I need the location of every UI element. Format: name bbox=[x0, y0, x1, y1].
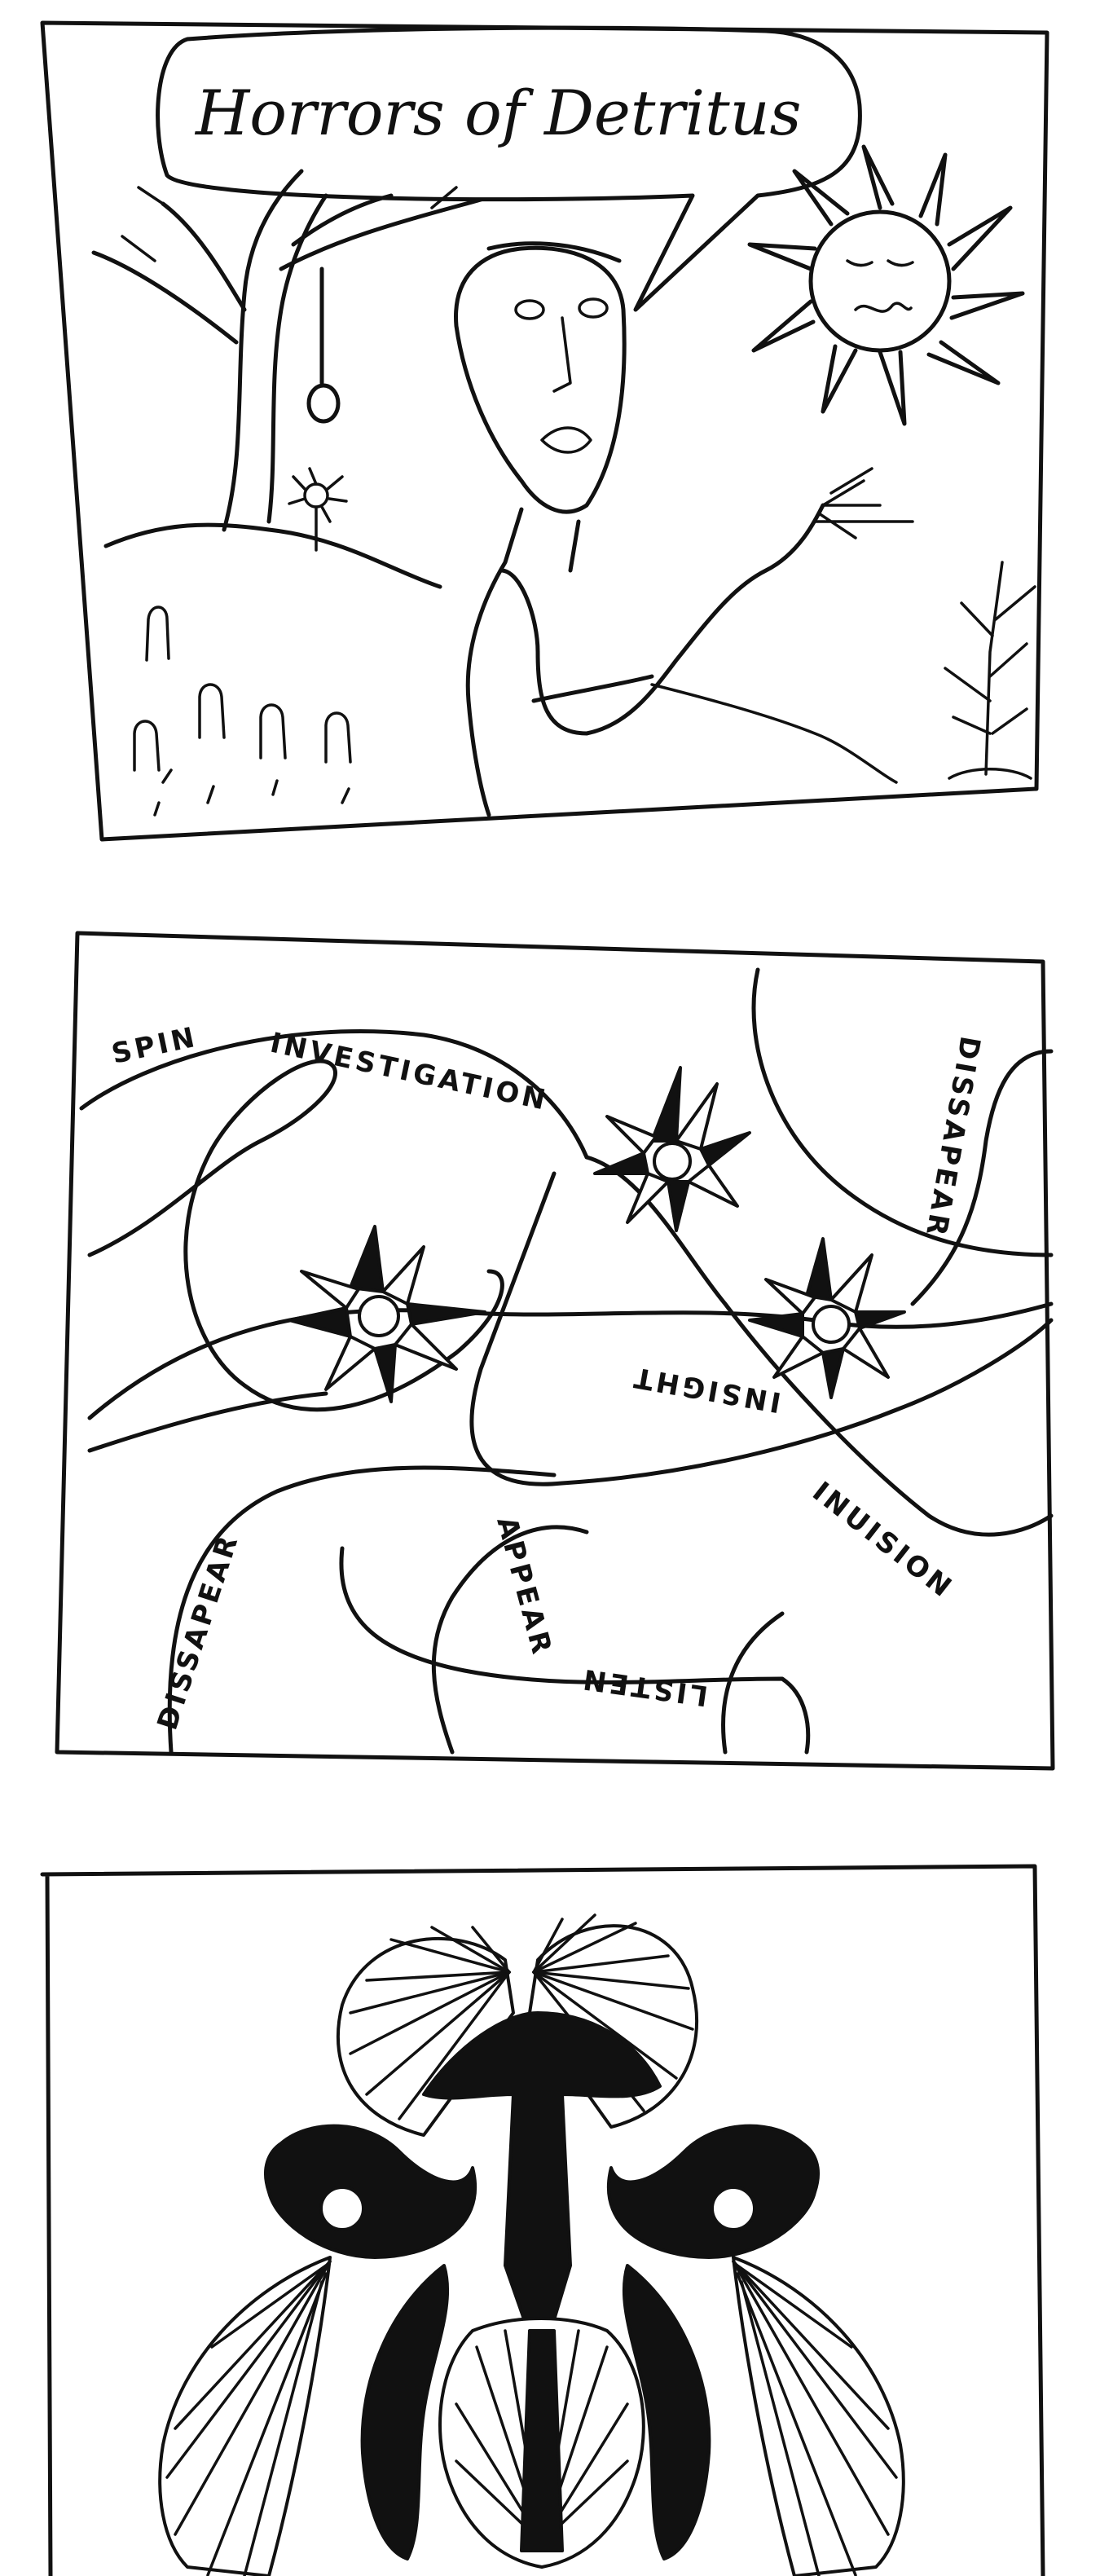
top-fan-left bbox=[336, 1926, 515, 2137]
bottom-shield bbox=[438, 2317, 645, 2569]
dead-tree bbox=[91, 169, 483, 532]
flower-icon-right bbox=[748, 1237, 906, 1399]
tusk-left bbox=[360, 2264, 450, 2561]
gravestones bbox=[133, 605, 352, 817]
claw-right bbox=[606, 2124, 820, 2259]
panel-2-border bbox=[55, 931, 1055, 1771]
word-insight: INSIGHT bbox=[629, 1360, 784, 1419]
speech-bubble bbox=[156, 25, 862, 312]
panel-3-border bbox=[40, 1864, 1045, 2576]
flower-icon-left bbox=[288, 1225, 486, 1403]
word-investigation: INVESTIGATION bbox=[267, 1027, 551, 1117]
word-spin: SPIN bbox=[109, 1021, 201, 1071]
swirl-lines bbox=[79, 967, 1054, 1755]
woman-figure bbox=[454, 241, 914, 817]
flower-icon bbox=[288, 467, 348, 552]
tusk-right bbox=[622, 2264, 711, 2561]
sun-icon bbox=[747, 144, 1025, 426]
panel-3 bbox=[40, 1864, 1045, 2576]
word-listen: LISTEN bbox=[579, 1662, 711, 1712]
word-appear: APPEAR bbox=[490, 1513, 558, 1660]
speech-title: Horrors of Detritus bbox=[194, 77, 802, 149]
wing-right bbox=[732, 2256, 905, 2576]
panel-1: Horrors of Detritus bbox=[40, 20, 1049, 842]
dead-bush bbox=[944, 561, 1036, 780]
panel-2: SPIN INVESTIGATION DISSAPEAR INSIGHT INU… bbox=[55, 931, 1055, 1771]
word-inuision: INUISION bbox=[806, 1476, 959, 1606]
ground-line bbox=[650, 683, 898, 784]
flower-icon-top bbox=[593, 1066, 751, 1232]
noose-icon bbox=[306, 266, 341, 424]
hill bbox=[103, 522, 442, 589]
wing-left bbox=[158, 2256, 332, 2576]
claw-left bbox=[264, 2124, 477, 2259]
word-dissapear-left: DISSAPEAR bbox=[152, 1529, 246, 1733]
word-dissapear-top: DISSAPEAR bbox=[919, 1033, 987, 1240]
